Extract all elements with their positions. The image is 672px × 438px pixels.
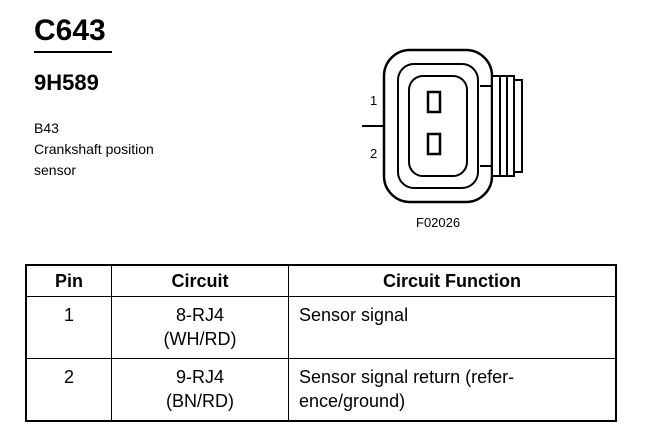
header-pin: Pin [25,264,112,297]
header-circuit: Circuit [111,264,289,297]
circuit-number: 8-RJ4 [175,305,224,325]
pin-1-terminal [426,90,442,114]
pin-table: Pin Circuit Circuit Function 1 8-RJ4 (WH… [25,264,617,422]
circuit-color: (WH/RD) [163,329,237,349]
circuit-number: 9-RJ4 [175,367,224,387]
function-text-line2: ence/ground) [299,391,406,411]
pin-2-terminal [426,132,442,156]
circuit-color: (BN/RD) [166,391,234,411]
part-number: 9H589 [34,70,99,95]
table-row: 2 9-RJ4 (BN/RD) Sensor signal return (re… [25,358,617,421]
connector-title: C643 [34,14,106,47]
table-row: 1 8-RJ4 (WH/RD) Sensor signal [25,296,617,359]
cell-pin: 1 [25,296,112,359]
component-name-line2: sensor [34,162,77,178]
connector-diagram [362,48,523,204]
component-ref: B43 [34,120,59,136]
function-text-line1: Sensor signal return (refer- [299,367,515,387]
cell-circuit: 9-RJ4 (BN/RD) [111,358,289,421]
cell-circuit: 8-RJ4 (WH/RD) [111,296,289,359]
cell-function: Sensor signal [288,296,617,359]
table-header-row: Pin Circuit Circuit Function [25,264,617,297]
pin-2-label: 2 [370,146,378,161]
function-text-line1: Sensor signal [299,305,409,325]
component-description: B43 Crankshaft position sensor [34,118,154,181]
pin-1-label: 1 [370,93,378,108]
title-underline [34,51,112,53]
component-name-line1: Crankshaft position [34,141,154,157]
cell-function: Sensor signal return (refer- ence/ground… [288,358,617,421]
header-circuit-function: Circuit Function [288,264,617,297]
figure-id: F02026 [416,215,461,230]
cell-pin: 2 [25,358,112,421]
